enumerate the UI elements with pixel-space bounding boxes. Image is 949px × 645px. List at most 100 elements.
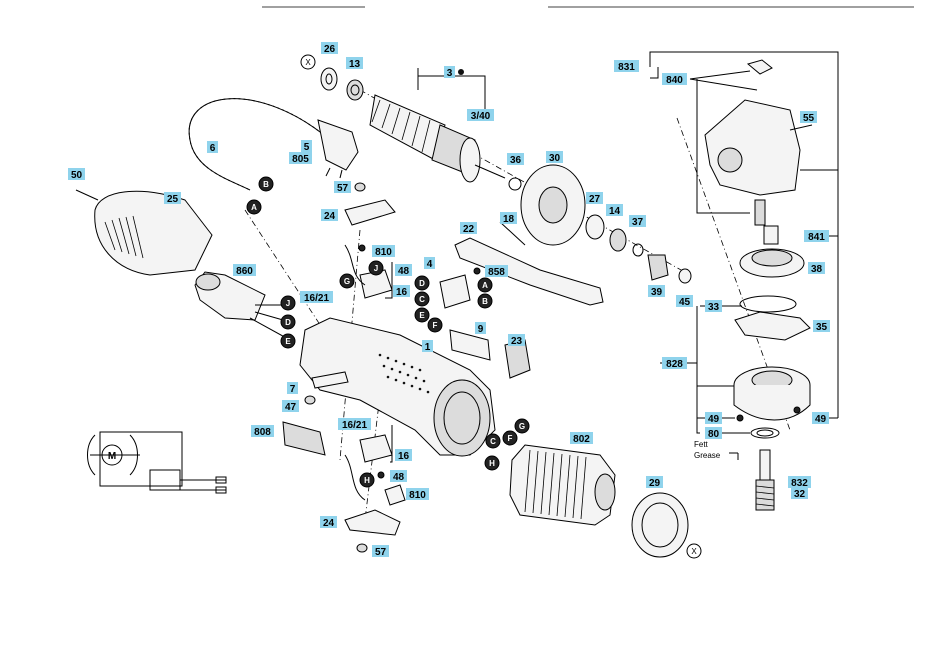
svg-text:35: 35 [816, 322, 828, 333]
part-label: 26 [321, 42, 338, 55]
part-label: 3/40 [467, 109, 494, 122]
svg-text:805: 805 [292, 154, 309, 165]
fan-guide [631, 492, 689, 558]
svg-text:30: 30 [549, 153, 561, 164]
svg-text:3: 3 [447, 68, 453, 79]
part-label: 18 [500, 212, 517, 225]
svg-text:7: 7 [290, 384, 296, 395]
marker-d: D [280, 314, 296, 330]
marker-j: J [368, 260, 384, 276]
marker-h: H [484, 455, 500, 471]
bearing-housing [733, 366, 811, 421]
svg-text:33: 33 [708, 302, 720, 313]
marker-f: F [502, 430, 518, 446]
svg-text:B: B [263, 180, 269, 189]
svg-text:831: 831 [618, 62, 635, 73]
marker-j: J [280, 295, 296, 311]
part-label: 810 [372, 245, 395, 258]
connection-markers: X X B A G J J D E D C E F A B H G F C H [246, 54, 702, 559]
part-label: 860 [233, 264, 256, 277]
part-label: 16/21 [338, 418, 371, 431]
part-label: 57 [334, 181, 351, 194]
svg-text:808: 808 [254, 427, 271, 438]
svg-text:E: E [419, 311, 425, 320]
part-label: 831 [614, 60, 639, 73]
marker-g: G [339, 273, 355, 289]
svg-text:G: G [344, 277, 350, 286]
svg-text:48: 48 [398, 266, 410, 277]
part-label: 22 [460, 222, 477, 235]
svg-text:810: 810 [375, 247, 392, 258]
cover-plate [344, 199, 401, 536]
pinion [647, 254, 692, 284]
svg-text:C: C [490, 437, 496, 446]
svg-text:F: F [433, 321, 438, 330]
armature [369, 94, 506, 183]
grease-note-en: Grease [694, 451, 721, 460]
part-label: 16 [393, 285, 410, 298]
marker-f: F [427, 317, 443, 333]
part-label: 36 [507, 153, 524, 166]
marker-b: B [477, 293, 493, 309]
svg-text:802: 802 [573, 434, 590, 445]
part-label: 808 [251, 425, 274, 438]
part-label: 57 [372, 545, 389, 558]
svg-text:1: 1 [425, 342, 431, 353]
part-label: 4 [424, 257, 435, 270]
svg-text:J: J [286, 299, 290, 308]
marker-d: D [414, 275, 430, 291]
part-label: 3 [444, 66, 455, 79]
svg-text:D: D [285, 318, 291, 327]
svg-text:23: 23 [511, 336, 523, 347]
svg-text:9: 9 [478, 324, 484, 335]
svg-text:57: 57 [337, 183, 349, 194]
part-label: 48 [395, 264, 412, 277]
part-label: 5 [301, 140, 312, 153]
svg-text:26: 26 [324, 44, 336, 55]
part-label: 39 [648, 285, 665, 298]
spindle [750, 427, 780, 511]
svg-text:55: 55 [803, 113, 815, 124]
svg-text:858: 858 [488, 267, 505, 278]
svg-text:47: 47 [285, 402, 297, 413]
svg-text:48: 48 [393, 472, 405, 483]
part-label: 30 [546, 151, 563, 164]
flange-ring [734, 295, 811, 341]
svg-text:H: H [364, 476, 370, 485]
svg-text:841: 841 [808, 232, 825, 243]
screws [358, 244, 801, 479]
svg-text:49: 49 [708, 414, 720, 425]
svg-text:F: F [508, 434, 513, 443]
svg-text:X: X [305, 58, 311, 67]
svg-text:828: 828 [666, 359, 683, 370]
svg-text:49: 49 [815, 414, 827, 425]
svg-text:37: 37 [632, 217, 644, 228]
svg-text:45: 45 [679, 297, 691, 308]
part-label: 24 [321, 209, 338, 222]
part-label: 35 [813, 320, 830, 333]
part-label: 38 [808, 262, 825, 275]
svg-text:B: B [482, 297, 488, 306]
part-label: 6 [207, 141, 218, 154]
svg-text:22: 22 [463, 224, 475, 235]
svg-text:25: 25 [167, 194, 179, 205]
marker-e: E [280, 333, 296, 349]
motor-symbol: M [108, 451, 116, 462]
svg-text:39: 39 [651, 287, 663, 298]
svg-text:16/21: 16/21 [342, 420, 367, 431]
gear-housing [704, 59, 813, 226]
brush-holder [359, 269, 471, 463]
part-label: 858 [485, 265, 508, 278]
svg-text:J: J [374, 264, 378, 273]
part-label: 23 [508, 334, 525, 347]
svg-text:A: A [482, 281, 488, 290]
spindle-lock [454, 221, 604, 306]
svg-text:C: C [419, 295, 425, 304]
marker-c: C [414, 291, 430, 307]
part-label: 1 [422, 340, 433, 353]
part-label: 29 [646, 476, 663, 489]
part-label: 7 [287, 382, 298, 395]
part-label: 13 [346, 57, 363, 70]
part-label: 810 [406, 488, 429, 501]
